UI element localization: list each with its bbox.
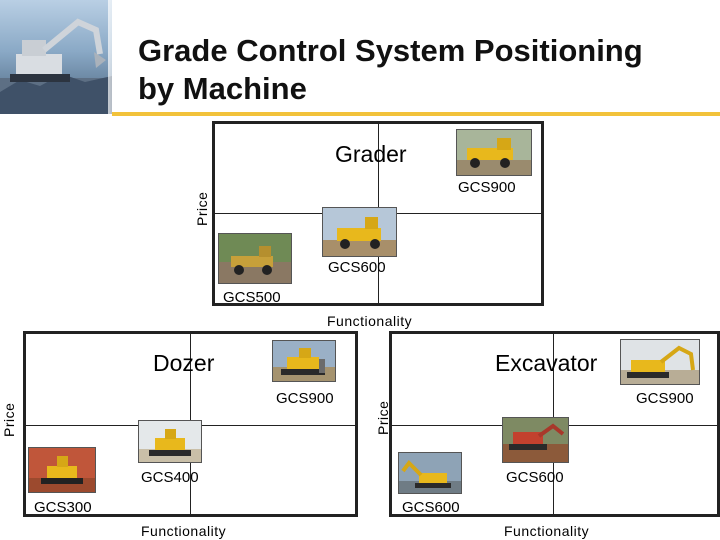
slide-title: Grade Control System Positioning by Mach… bbox=[138, 32, 698, 108]
dozer-heading: Dozer bbox=[153, 350, 215, 376]
header-photo-fade bbox=[108, 0, 138, 114]
excavator-heading: Excavator bbox=[495, 350, 598, 376]
grader-y-axis-label: Price bbox=[194, 191, 210, 226]
grader-heading: Grader bbox=[335, 141, 407, 167]
excavator-gcs600-low-label: GCS600 bbox=[402, 499, 460, 516]
excavator-gcs600-mid-label: GCS600 bbox=[506, 469, 564, 486]
dozer-gcs900-label: GCS900 bbox=[276, 390, 334, 407]
grader-gcs500-label: GCS500 bbox=[223, 289, 281, 306]
excavator-gcs600-mid-photo bbox=[502, 417, 569, 463]
dozer-gcs900-photo bbox=[272, 340, 336, 382]
excavator-gcs900-photo bbox=[620, 339, 700, 385]
title-line-1: Grade Control System Positioning bbox=[138, 33, 643, 68]
excavator-header-photo bbox=[0, 0, 112, 114]
dozer-x-axis-label: Functionality bbox=[141, 523, 227, 539]
excavator-y-axis-label: Price bbox=[375, 400, 391, 435]
excavator-x-axis-label: Functionality bbox=[504, 523, 590, 539]
dozer-gcs400-photo bbox=[138, 420, 202, 463]
dozer-gcs300-label: GCS300 bbox=[34, 499, 92, 516]
grader-gcs900-label: GCS900 bbox=[458, 179, 516, 196]
grader-gcs600-label: GCS600 bbox=[328, 259, 386, 276]
dozer-gcs400-label: GCS400 bbox=[141, 469, 199, 486]
excavator-gcs600-low-photo bbox=[398, 452, 462, 494]
dozer-y-axis-label: Price bbox=[1, 402, 17, 437]
grader-gcs900-photo bbox=[456, 129, 532, 176]
excavator-gcs900-label: GCS900 bbox=[636, 390, 694, 407]
grader-gcs600-photo bbox=[322, 207, 397, 257]
grader-x-axis-label: Functionality bbox=[327, 313, 413, 329]
title-accent-rule bbox=[112, 112, 720, 116]
title-line-2: by Machine bbox=[138, 71, 307, 106]
dozer-gcs300-photo bbox=[28, 447, 96, 493]
grader-gcs500-photo bbox=[218, 233, 292, 284]
